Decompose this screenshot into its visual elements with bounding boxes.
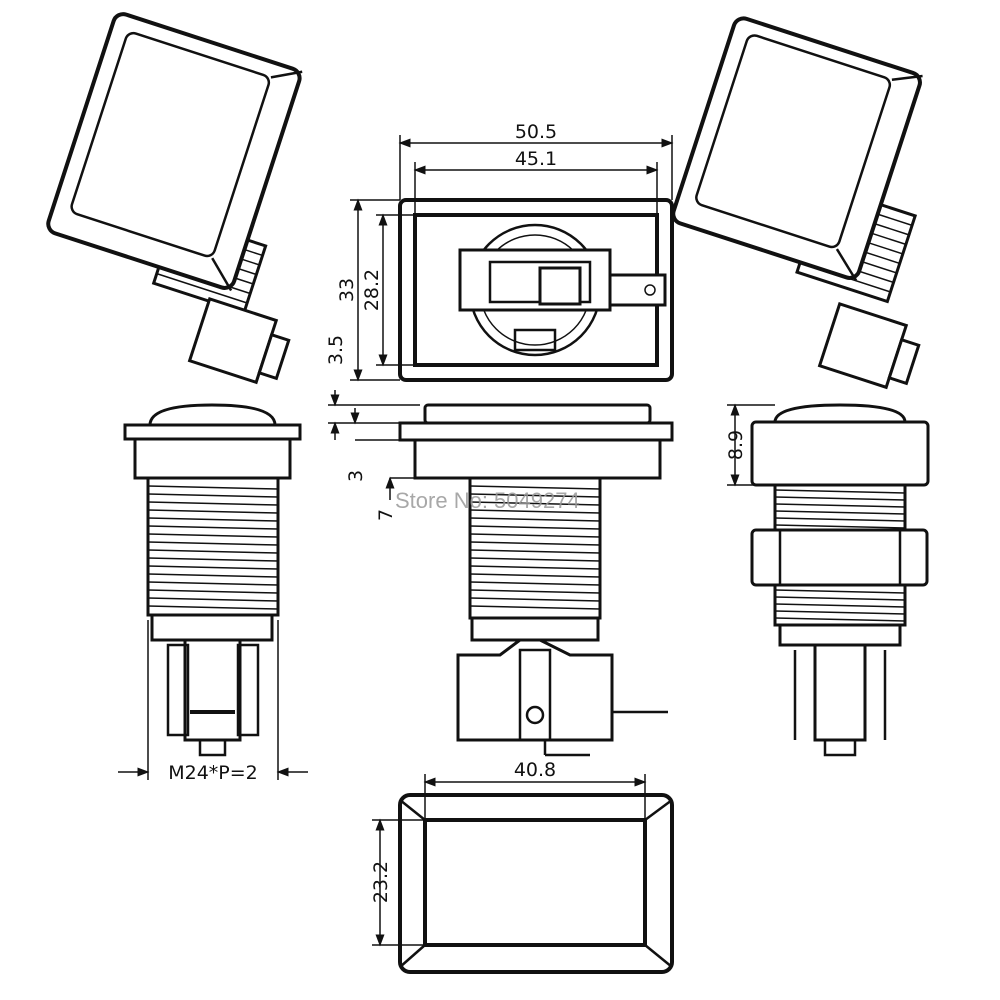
thread-line bbox=[147, 573, 279, 578]
thread-line bbox=[774, 617, 906, 622]
thread-line bbox=[147, 485, 279, 490]
thread-line bbox=[469, 533, 601, 538]
thread-line bbox=[147, 605, 279, 610]
thread-line bbox=[469, 581, 601, 586]
thread-line bbox=[774, 603, 906, 608]
thread-line bbox=[147, 565, 279, 570]
dim-cap-height: 8.9 bbox=[725, 430, 747, 460]
thread-line bbox=[774, 589, 906, 594]
thread-line bbox=[147, 557, 279, 562]
isometric-view-right bbox=[671, 16, 923, 390]
thread-line bbox=[147, 549, 279, 554]
dim-overall-width: 50.5 bbox=[515, 121, 557, 143]
thread-line bbox=[774, 503, 906, 508]
thread-line bbox=[469, 509, 601, 514]
dim-thread-spec: M24*P=2 bbox=[168, 762, 258, 784]
thread-line bbox=[774, 489, 906, 494]
thread-line bbox=[469, 557, 601, 562]
thread-line bbox=[147, 525, 279, 530]
thread-line bbox=[469, 597, 601, 602]
cap-front-view bbox=[398, 793, 674, 974]
thread-line bbox=[774, 510, 906, 515]
thread-line bbox=[469, 485, 601, 490]
thread-line bbox=[469, 549, 601, 554]
dim-cap-depth: 23.2 bbox=[370, 861, 392, 903]
top-view bbox=[398, 198, 674, 382]
thread-line bbox=[147, 517, 279, 522]
thread-line bbox=[147, 581, 279, 586]
thread-line bbox=[469, 565, 601, 570]
thread-line bbox=[147, 493, 279, 498]
thread-line bbox=[147, 541, 279, 546]
thread-line bbox=[774, 517, 906, 522]
thread-line bbox=[469, 573, 601, 578]
side-view-center bbox=[398, 403, 674, 757]
thread-line bbox=[469, 517, 601, 522]
dim-overall-height: 33 bbox=[336, 278, 358, 302]
dim-body-offset: 7 bbox=[375, 509, 397, 521]
thread-line bbox=[469, 493, 601, 498]
thread-line bbox=[147, 597, 279, 602]
dim-bezel-step: 3 bbox=[345, 470, 367, 482]
thread-line bbox=[469, 501, 601, 506]
thread-line bbox=[469, 541, 601, 546]
thread-line bbox=[147, 533, 279, 538]
dim-cap-width: 40.8 bbox=[514, 759, 556, 781]
store-watermark: Store No: 5049274 bbox=[395, 488, 580, 513]
dim-inner-width: 45.1 bbox=[515, 148, 557, 170]
dim-inner-height: 28.2 bbox=[361, 269, 383, 311]
thread-line bbox=[774, 496, 906, 501]
thread-line bbox=[774, 610, 906, 615]
thread-line bbox=[469, 605, 601, 610]
thread-line bbox=[774, 596, 906, 601]
dim-flange-thickness: 3.5 bbox=[325, 335, 347, 365]
thread-line bbox=[147, 501, 279, 506]
thread-line bbox=[469, 589, 601, 594]
isometric-view-left bbox=[46, 12, 303, 385]
side-view-right bbox=[750, 403, 930, 757]
side-view-left bbox=[123, 403, 302, 757]
thread-line bbox=[774, 524, 906, 529]
thread-line bbox=[147, 509, 279, 514]
thread-line bbox=[469, 525, 601, 530]
thread-line bbox=[147, 589, 279, 594]
